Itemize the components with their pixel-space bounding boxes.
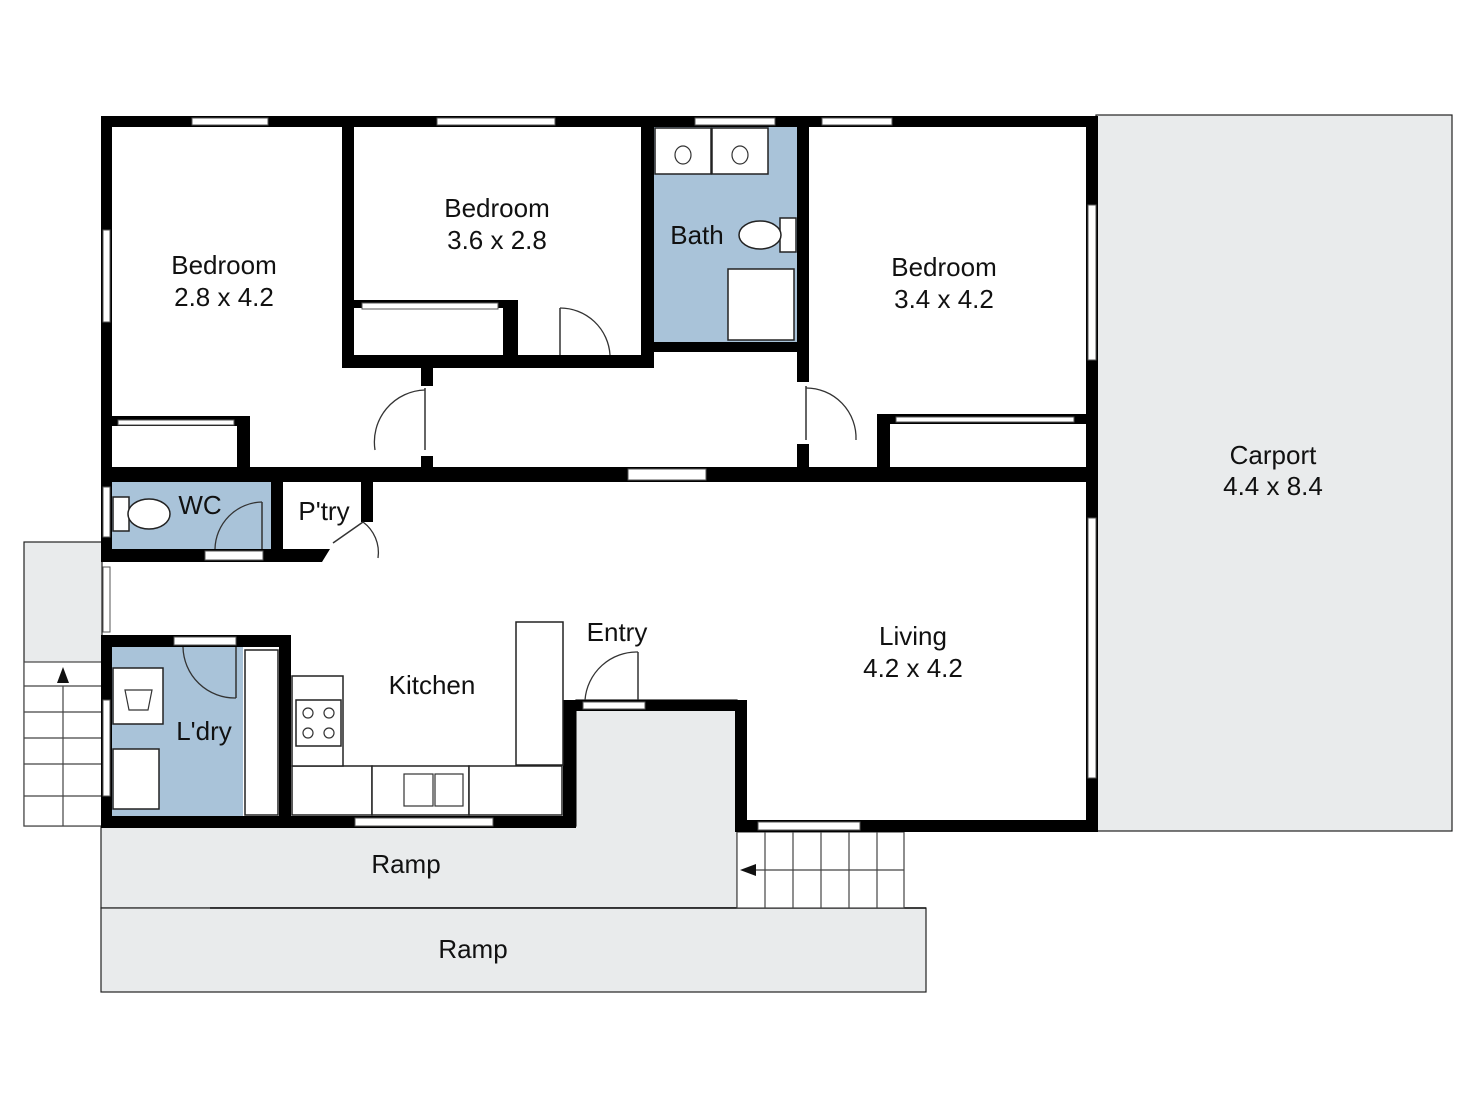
room-label: WC bbox=[178, 490, 221, 520]
kitchen-bench bbox=[468, 765, 563, 816]
kitchen-fixtures bbox=[291, 621, 564, 816]
doors bbox=[182, 307, 857, 701]
window bbox=[102, 566, 111, 633]
window bbox=[102, 699, 111, 797]
vanity-basin-icon bbox=[711, 127, 769, 175]
ramp-lower-area bbox=[100, 907, 927, 993]
window bbox=[694, 117, 776, 126]
room-dims: 3.4 x 4.2 bbox=[894, 284, 994, 314]
wc-fixtures bbox=[112, 496, 171, 532]
room-label: Bedroom bbox=[444, 193, 550, 223]
room-dims: 4.2 x 4.2 bbox=[863, 653, 963, 683]
window bbox=[191, 117, 269, 126]
kitchen-sink-icon bbox=[434, 773, 464, 807]
kitchen-bench bbox=[291, 765, 373, 816]
kitchen-sink-bench bbox=[371, 765, 470, 816]
laundry-fixtures bbox=[112, 649, 279, 816]
window bbox=[173, 636, 237, 646]
south-stairs bbox=[736, 831, 905, 909]
area-label: Ramp bbox=[371, 849, 440, 879]
toilet-bowl-icon bbox=[738, 220, 782, 250]
washing-machine-icon bbox=[112, 667, 164, 725]
room-dims: 4.4 x 8.4 bbox=[1223, 471, 1323, 501]
window bbox=[1087, 204, 1097, 361]
window bbox=[354, 817, 494, 827]
laundry-bench bbox=[244, 649, 279, 816]
room-label: Bedroom bbox=[891, 252, 997, 282]
stair-up-arrow-icon bbox=[57, 667, 69, 683]
stair-left-arrow-icon bbox=[740, 864, 756, 876]
room-label: Bedroom bbox=[171, 250, 277, 280]
room-label: Carport bbox=[1230, 440, 1317, 470]
bath-fixtures bbox=[654, 127, 797, 341]
shower-icon bbox=[727, 268, 795, 341]
window bbox=[582, 701, 646, 710]
vanity-basin-icon bbox=[654, 127, 712, 175]
room-label: Bath bbox=[670, 220, 724, 250]
window bbox=[204, 550, 264, 561]
window bbox=[102, 486, 111, 538]
kitchen-island bbox=[515, 621, 564, 766]
window bbox=[627, 468, 707, 481]
room-label: P'try bbox=[298, 496, 349, 526]
cooktop-icon bbox=[295, 699, 342, 747]
kitchen-sink-icon bbox=[403, 773, 434, 807]
room-dims: 2.8 x 4.2 bbox=[174, 282, 274, 312]
room-label: Living bbox=[879, 621, 947, 651]
toilet-bowl-icon bbox=[127, 498, 171, 530]
room-label: L'dry bbox=[176, 716, 232, 746]
window bbox=[1087, 517, 1097, 779]
room-label: Entry bbox=[587, 617, 648, 647]
window bbox=[757, 821, 861, 831]
room-label: Kitchen bbox=[389, 670, 476, 700]
toilet-icon bbox=[779, 217, 797, 253]
wardrobe-doors bbox=[117, 302, 1075, 426]
room-dims: 3.6 x 2.8 bbox=[447, 225, 547, 255]
window bbox=[436, 117, 556, 126]
laundry-tub-icon bbox=[112, 748, 160, 810]
carport-area bbox=[1095, 114, 1453, 832]
room-labels: Bedroom 2.8 x 4.2 Bedroom 3.6 x 2.8 Bath… bbox=[171, 193, 1323, 964]
window bbox=[102, 229, 111, 323]
windows bbox=[102, 117, 1097, 831]
toilet-icon bbox=[112, 496, 130, 532]
window bbox=[821, 117, 893, 126]
area-label: Ramp bbox=[438, 934, 507, 964]
west-stairs bbox=[23, 661, 103, 827]
